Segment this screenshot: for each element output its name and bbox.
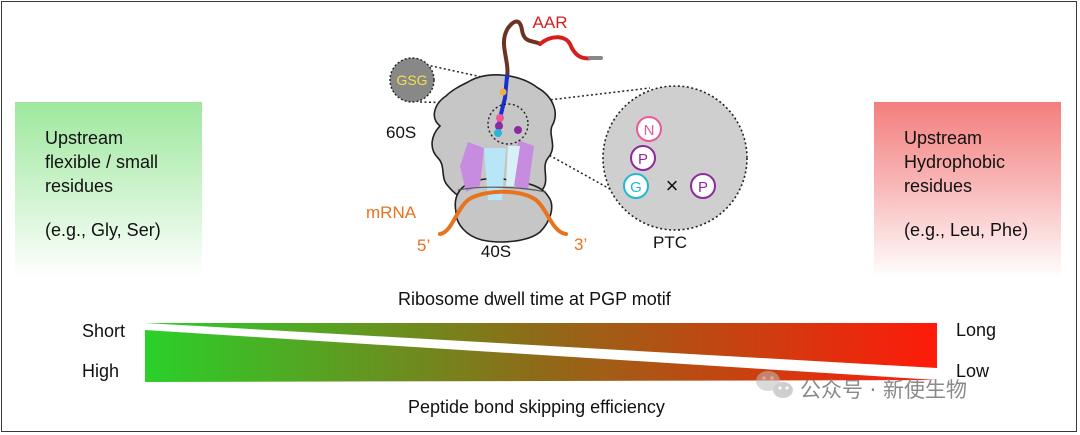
right-line-1: Upstream xyxy=(904,128,983,148)
residue-p2-label: P xyxy=(698,179,708,196)
residue-n-circle xyxy=(636,116,662,142)
left-line-2: flexible / small xyxy=(45,152,159,172)
trna-left xyxy=(460,142,484,192)
right-line-2: Hydrophobic xyxy=(904,152,1006,172)
right-line-3: residues xyxy=(904,176,973,196)
dwell-time-wedge xyxy=(145,323,937,368)
aar-label: AAR xyxy=(533,13,568,32)
ptc-highlight-circle xyxy=(487,103,529,145)
skipping-low-label: Low xyxy=(956,361,990,381)
nascent-chain-brown xyxy=(502,19,542,80)
no-bond-cross: × xyxy=(666,173,679,198)
residue-n-label: N xyxy=(644,122,655,139)
residue-g-label: G xyxy=(630,179,642,196)
upstream-flexible-text: Upstream flexible / small residues xyxy=(45,126,195,198)
dwell-long-label: Long xyxy=(956,320,997,340)
upstream-hydrophobic-text: Upstream Hydrophobic residues xyxy=(904,126,1054,198)
zoom-line-gsg-bottom xyxy=(419,101,506,105)
skipping-high-label: High xyxy=(82,361,120,381)
wechat-logo xyxy=(756,371,793,398)
skipping-efficiency-wedge xyxy=(145,330,937,382)
upstream-hydrophobic-example: (e.g., Leu, Phe) xyxy=(904,220,1029,240)
chain-bead-cyan xyxy=(494,129,502,137)
upstream-flexible-box: Upstream flexible / small residues (e.g.… xyxy=(15,102,202,278)
three-prime-label: 3’ xyxy=(574,235,587,254)
mrna-strand xyxy=(438,189,568,236)
small-subunit-label: 40S xyxy=(481,242,511,261)
mrna-label: mRNA xyxy=(366,203,417,222)
gsg-label: GSG xyxy=(396,72,427,88)
nascent-chain-aar xyxy=(538,35,594,61)
left-line-3: residues xyxy=(45,176,114,196)
skipping-efficiency-title: Peptide bond skipping efficiency xyxy=(408,397,665,417)
residue-p1-circle xyxy=(630,145,656,171)
chain-bead-purple-2 xyxy=(514,126,522,134)
ptc-zoom-circle xyxy=(602,85,748,231)
residue-g-circle xyxy=(623,173,649,199)
residue-p1-label: P xyxy=(638,151,648,168)
mrna-segment-inside xyxy=(457,186,547,193)
chain-bead-orange xyxy=(499,88,507,96)
ptc-label: PTC xyxy=(653,233,687,252)
watermark-text: 公众号 · 新使生物 xyxy=(800,378,968,402)
chain-bead-purple xyxy=(495,122,503,130)
upstream-hydrophobic-box: Upstream Hydrophobic residues (e.g., Leu… xyxy=(874,102,1061,278)
left-line-1: Upstream xyxy=(45,128,124,148)
chain-bead-pink xyxy=(496,114,504,122)
residue-p2-circle xyxy=(690,173,716,199)
dwell-short-label: Short xyxy=(82,321,126,341)
five-prime-label: 5’ xyxy=(417,236,430,255)
trna-right-light xyxy=(506,146,520,186)
dwell-time-title: Ribosome dwell time at PGP motif xyxy=(398,289,671,309)
large-subunit-label: 60S xyxy=(386,123,416,142)
gsg-zoom-circle xyxy=(389,57,435,103)
upstream-flexible-example: (e.g., Gly, Ser) xyxy=(45,220,161,240)
